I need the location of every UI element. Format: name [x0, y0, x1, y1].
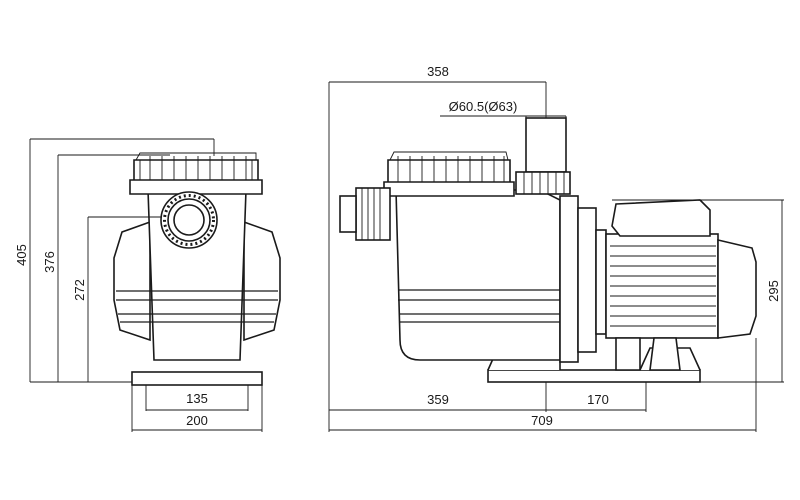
dim-359: 359 [427, 392, 449, 407]
front-view: 405 376 272 135 200 [14, 138, 281, 432]
dim-709: 709 [531, 413, 553, 428]
dim-358: 358 [427, 64, 449, 79]
front-lid-rim [129, 179, 263, 195]
dim-200: 200 [186, 413, 208, 428]
front-inlet-bore [173, 204, 205, 236]
side-terminal-box [611, 199, 711, 237]
dim-135: 135 [186, 391, 208, 406]
side-outlet-union [515, 171, 571, 195]
dim-295: 295 [766, 280, 781, 302]
dim-376: 376 [42, 251, 57, 273]
side-inlet-union [355, 187, 391, 241]
side-base-plate [487, 369, 701, 383]
side-outlet-pipe [525, 117, 567, 173]
side-motor-endcap [717, 238, 757, 339]
side-flange [559, 195, 579, 363]
front-base-plate [131, 371, 263, 386]
dim-170: 170 [587, 392, 609, 407]
side-view: 358 Ø60.5(Ø63) 295 359 170 709 [328, 64, 784, 432]
dim-port-diameter: Ø60.5(Ø63) [449, 99, 518, 114]
dim-272: 272 [72, 279, 87, 301]
side-pump-body [395, 189, 561, 361]
front-left-lug [113, 220, 151, 342]
front-right-lug [243, 220, 281, 342]
dim-405: 405 [14, 244, 29, 266]
